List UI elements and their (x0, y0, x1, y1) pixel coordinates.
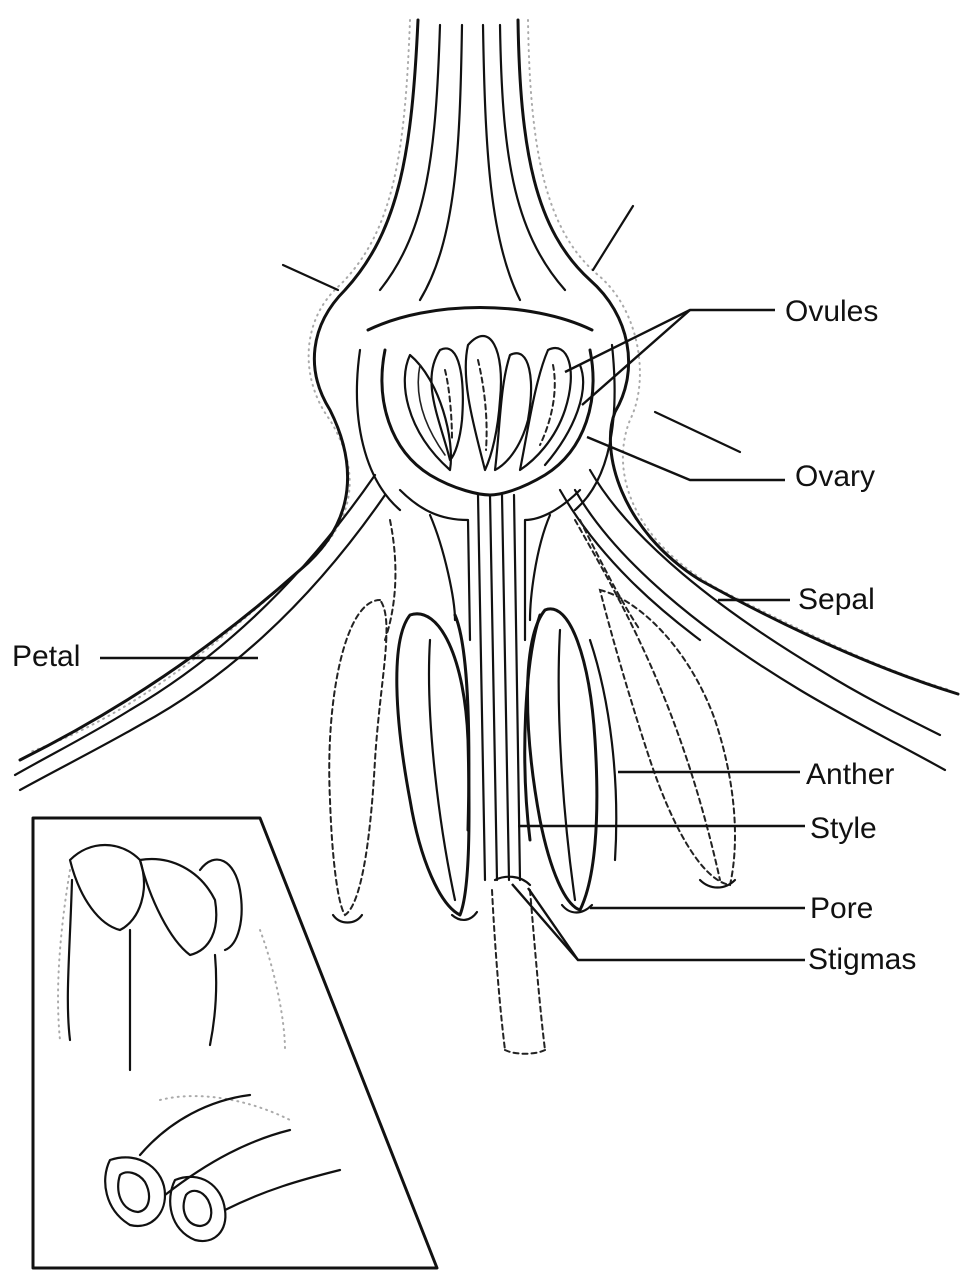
stigmas-leader (512, 884, 805, 960)
stigmas (492, 877, 545, 1054)
petal-label: Petal (12, 640, 80, 673)
stigmas-label: Stigmas (808, 943, 916, 976)
style-column (400, 490, 580, 880)
sepal-label: Sepal (798, 583, 875, 616)
labels: Ovules Ovary Sepal Petal Anther Style Po… (12, 295, 916, 976)
ovary-label: Ovary (795, 460, 875, 493)
inset-panel (33, 818, 437, 1268)
ovules (405, 336, 583, 470)
pores (333, 880, 735, 923)
ovules-leader (565, 310, 775, 372)
ovules-leader-branch (582, 310, 690, 405)
rear-anthers (329, 520, 735, 915)
leader-lines (100, 310, 805, 960)
pore-label: Pore (810, 892, 873, 925)
stem-and-receptacle (20, 20, 958, 760)
anther-label: Anther (806, 758, 894, 791)
ovules-label: Ovules (785, 295, 878, 328)
style-label: Style (810, 812, 877, 845)
